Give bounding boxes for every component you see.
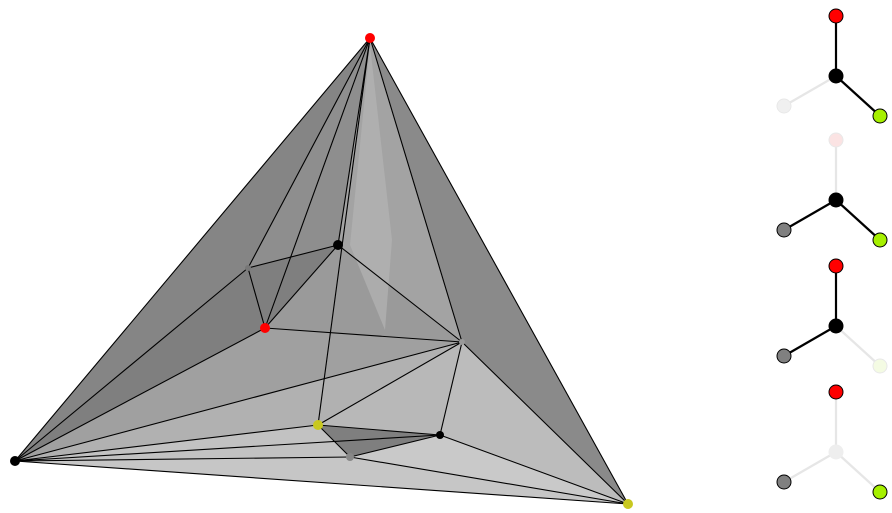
vertex-yellow-right — [623, 499, 633, 509]
glyph-node-center — [829, 319, 843, 333]
glyph-edge-left — [784, 200, 836, 230]
glyph-node-green — [873, 109, 887, 123]
glyph-node-green — [873, 359, 887, 373]
glyph-node-center — [829, 445, 843, 459]
glyph-node-gray — [777, 349, 791, 363]
glyph-node-gray — [777, 223, 791, 237]
polytope-diagram — [0, 0, 740, 513]
glyph-edge-left — [784, 76, 836, 106]
glyph-node-gray — [777, 475, 791, 489]
polytope-faces — [15, 38, 628, 504]
vertex-black-left — [10, 456, 20, 466]
vertex-yellow-inner — [313, 420, 323, 430]
vertex-gray-left — [245, 265, 251, 271]
vertex-red-inner — [260, 323, 270, 333]
glyph-edge-right — [836, 452, 880, 492]
glyph-2 — [777, 133, 887, 247]
glyph-node-red — [829, 385, 843, 399]
vertex-black-upper — [333, 240, 343, 250]
glyph-edge-right — [836, 326, 880, 366]
glyph-node-red — [829, 259, 843, 273]
glyph-node-center — [829, 193, 843, 207]
glyph-node-gray — [777, 99, 791, 113]
glyph-3 — [777, 259, 887, 373]
glyph-node-red — [829, 133, 843, 147]
vertex-red-top — [365, 33, 375, 43]
glyph-edge-left — [784, 326, 836, 356]
glyph-node-red — [829, 9, 843, 23]
vertex-black-lower — [436, 431, 444, 439]
glyph-edge-right — [836, 76, 880, 116]
glyph-node-green — [873, 233, 887, 247]
glyph-node-green — [873, 485, 887, 499]
glyph-edge-right — [836, 200, 880, 240]
glyph-edge-left — [784, 452, 836, 482]
glyph-1 — [777, 9, 887, 123]
vertex-gray-lower — [346, 453, 354, 461]
glyph-node-center — [829, 69, 843, 83]
glyph-4 — [777, 385, 887, 499]
vertex-gray-right — [459, 339, 465, 345]
vertex-legend — [752, 0, 892, 513]
